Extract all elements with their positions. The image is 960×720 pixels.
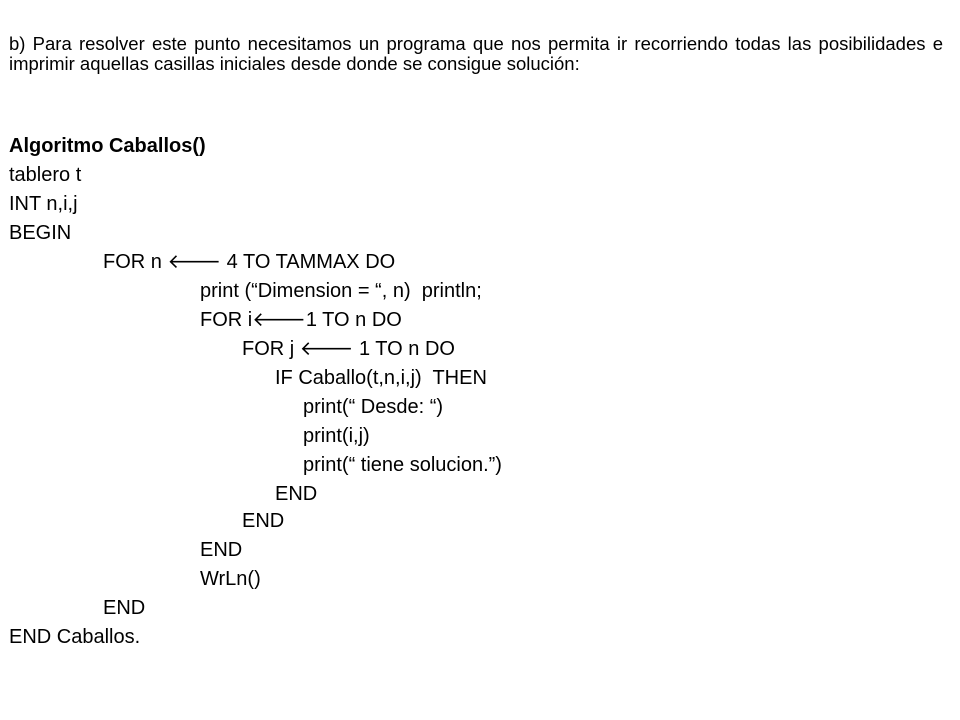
for-j-keyword: FOR j: [242, 338, 300, 360]
code-line-end-for-i: END: [200, 539, 243, 561]
left-arrow-icon: 🡐: [299, 338, 354, 360]
code-line-end-for-n: END: [103, 597, 146, 619]
code-line-print-dimension: print (“Dimension = “, n) println;: [200, 280, 482, 302]
code-line-for-n: FOR n 🡐 4 TO TAMMAX DO: [9, 248, 909, 277]
left-arrow-icon: 🡐: [252, 309, 306, 331]
code-line-if-caballo: IF Caballo(t,n,i,j) THEN: [275, 367, 487, 389]
code-line-end-caballos: END Caballos.: [9, 626, 141, 648]
code-line-print-ij: print(i,j): [303, 425, 370, 447]
code-line-for-i: FOR i🡐1 TO n DO: [9, 306, 909, 335]
algorithm-code-block: Algoritmo Caballos() tablero t INT n,i,j…: [9, 132, 909, 652]
code-line-wrln: WrLn(): [200, 568, 261, 590]
code-line-tablero: tablero t: [9, 164, 82, 186]
for-n-keyword: FOR n: [103, 251, 168, 273]
code-line-print-desde: print(“ Desde: “): [303, 396, 444, 418]
for-i-range: 1 TO n DO: [305, 309, 402, 331]
code-line-for-j: FOR j 🡐 1 TO n DO: [9, 335, 909, 364]
for-j-range: 1 TO n DO: [353, 338, 455, 360]
code-line-int-decl: INT n,i,j: [9, 193, 78, 215]
left-arrow-icon: 🡐: [167, 251, 222, 273]
code-line-begin: BEGIN: [9, 222, 72, 244]
code-line-print-solucion: print(“ tiene solucion.”): [303, 454, 502, 476]
for-i-keyword: FOR i: [200, 309, 253, 331]
for-n-range: 4 TO TAMMAX DO: [221, 251, 396, 273]
code-line-end-if: END: [275, 483, 318, 505]
intro-paragraph: b) Para resolver este punto necesitamos …: [9, 33, 943, 74]
code-line-end-for-j: END: [242, 510, 285, 532]
code-line-algorithm-title: Algoritmo Caballos(): [9, 135, 206, 157]
